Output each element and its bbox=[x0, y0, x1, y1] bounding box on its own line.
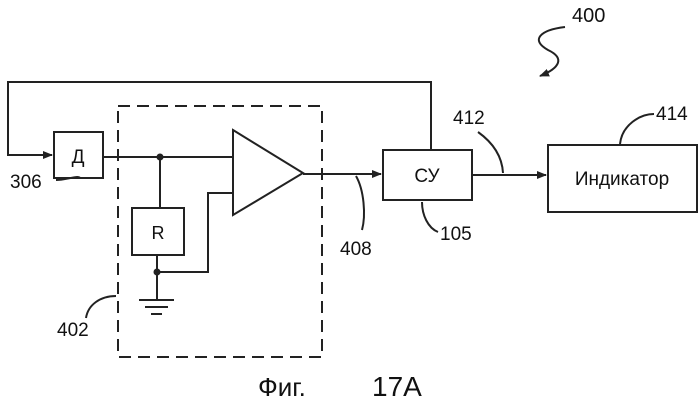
figure-caption-prefix: Фиг. bbox=[258, 372, 306, 402]
ref-412: 412 bbox=[453, 108, 485, 129]
resistor-label: R bbox=[152, 223, 165, 243]
ref-408: 408 bbox=[340, 239, 372, 260]
figure-caption-number: 17A bbox=[372, 371, 422, 402]
amplifier-triangle bbox=[233, 130, 303, 215]
ref-402-leader bbox=[86, 296, 116, 318]
ref-400: 400 bbox=[572, 5, 605, 27]
ground-icon bbox=[139, 300, 174, 314]
indicator-label: Индикатор bbox=[575, 169, 669, 190]
ref-408-leader bbox=[356, 176, 364, 230]
controller-label: СУ bbox=[414, 166, 440, 187]
detector-label: Д bbox=[72, 147, 85, 168]
ref-402: 402 bbox=[57, 320, 89, 341]
ref-412-leader bbox=[478, 132, 503, 173]
ref-414: 414 bbox=[656, 104, 688, 125]
ref-105-leader bbox=[422, 202, 438, 232]
ref-306: 306 bbox=[10, 172, 42, 193]
ref-105: 105 bbox=[440, 224, 472, 245]
ref-414-leader bbox=[620, 114, 654, 144]
ref-400-arrow bbox=[539, 27, 565, 76]
